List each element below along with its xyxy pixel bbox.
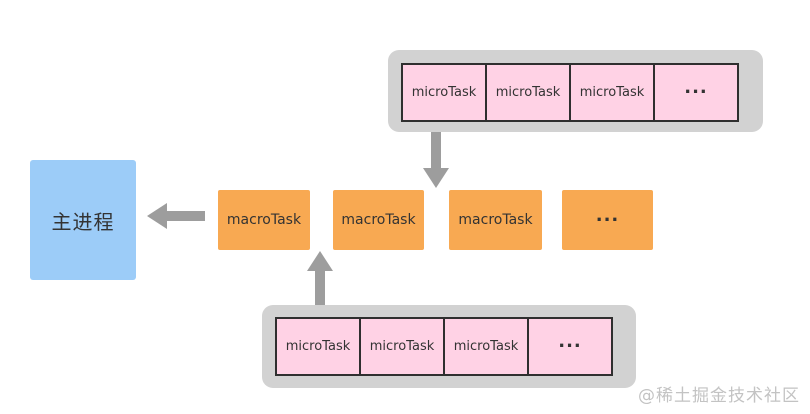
micro-task-label: microTask <box>411 85 477 100</box>
micro-task-label: microTask <box>369 339 435 354</box>
ellipsis-label: ... <box>558 331 582 352</box>
micro-task-cell: microTask <box>443 317 529 376</box>
arrow-head <box>423 168 449 188</box>
arrow-head <box>307 251 333 271</box>
micro-task-ellipsis-cell: ... <box>527 317 613 376</box>
micro-task-cell: microTask <box>359 317 445 376</box>
micro-task-label: microTask <box>579 85 645 100</box>
micro-task-cell: microTask <box>275 317 361 376</box>
watermark: @稀土掘金技术社区 <box>638 386 800 406</box>
arrow-down-icon <box>423 132 449 188</box>
macro-task-box: macroTask <box>333 190 424 250</box>
macro-task-box: macroTask <box>218 190 310 250</box>
ellipsis-label: ... <box>595 204 620 226</box>
macro-task-label: macroTask <box>226 212 302 228</box>
micro-task-queue-bottom: microTask microTask microTask ... <box>262 305 636 388</box>
micro-task-queue-top: microTask microTask microTask ... <box>388 50 763 132</box>
micro-task-cell: microTask <box>401 63 487 122</box>
micro-task-queue-top-row: microTask microTask microTask ... <box>401 63 739 122</box>
micro-task-label: microTask <box>495 85 561 100</box>
arrow-shaft <box>166 211 205 221</box>
micro-task-ellipsis-cell: ... <box>653 63 739 122</box>
micro-task-label: microTask <box>285 339 351 354</box>
macro-task-label: macroTask <box>458 212 533 228</box>
micro-task-cell: microTask <box>485 63 571 122</box>
macro-task-box: macroTask <box>449 190 542 250</box>
arrow-shaft <box>315 270 325 305</box>
macro-task-ellipsis-box: ... <box>562 190 653 250</box>
arrow-left-icon <box>147 203 205 229</box>
ellipsis-label: ... <box>684 77 708 98</box>
arrow-head <box>147 203 167 229</box>
macro-task-label: macroTask <box>341 212 416 228</box>
arrow-up-icon <box>307 251 333 305</box>
arrow-shaft <box>431 132 441 169</box>
main-process-box: 主进程 <box>30 160 136 280</box>
micro-task-cell: microTask <box>569 63 655 122</box>
micro-task-queue-bottom-row: microTask microTask microTask ... <box>275 317 613 376</box>
main-process-label: 主进程 <box>51 209 115 234</box>
micro-task-label: microTask <box>453 339 519 354</box>
